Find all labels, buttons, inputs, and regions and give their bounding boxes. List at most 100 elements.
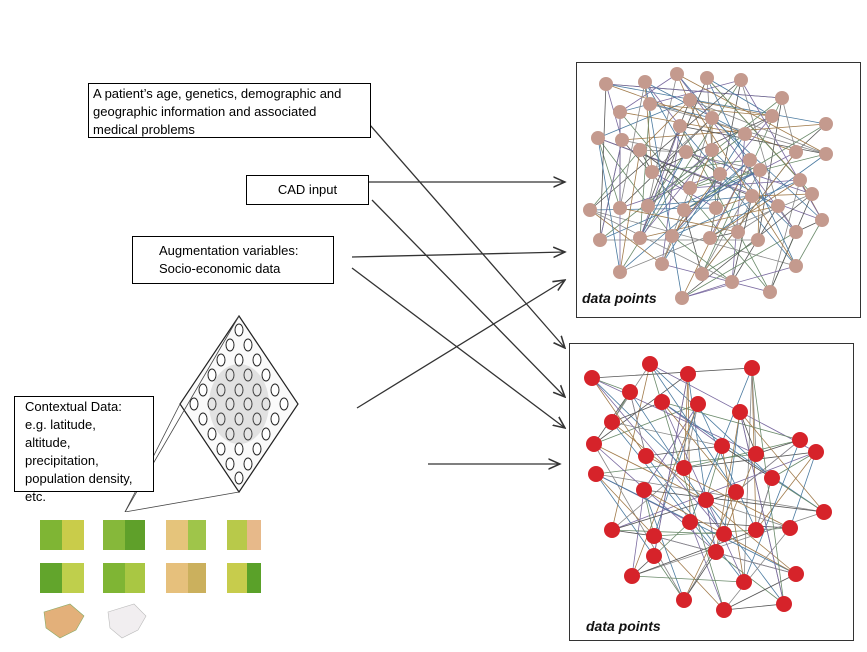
network-edge [644, 81, 687, 153]
network-node [675, 291, 689, 305]
network-edge [755, 451, 817, 531]
network-edge [769, 179, 801, 293]
network-edge [706, 77, 773, 117]
top-network-graph [583, 67, 833, 305]
network-node [815, 213, 829, 227]
network-node [736, 574, 752, 590]
network-edge [723, 573, 797, 611]
network-node [709, 201, 723, 215]
network-edge [639, 125, 681, 239]
network-edge [647, 195, 753, 207]
network-edge [709, 179, 801, 239]
network-node [789, 225, 803, 239]
network-edge [629, 391, 647, 457]
network-edge [751, 367, 785, 605]
network-node [745, 189, 759, 203]
network-edge [739, 411, 825, 513]
network-node [703, 231, 717, 245]
network-edge [599, 139, 623, 241]
network-node [714, 438, 730, 454]
network-edge [589, 79, 742, 211]
network-edge [683, 209, 703, 275]
network-edge [643, 489, 685, 601]
network-edge [621, 123, 827, 141]
network-edge [679, 125, 797, 267]
network-edge [705, 445, 723, 501]
network-edge [653, 373, 689, 557]
network-node [748, 446, 764, 462]
network-edge [709, 153, 827, 239]
neural-network-icon [179, 314, 299, 494]
network-node [732, 404, 748, 420]
network-node [633, 231, 647, 245]
network-edge [639, 99, 691, 151]
network-edge [605, 83, 827, 125]
network-edge [605, 83, 783, 99]
network-edge [661, 401, 737, 493]
network-edge [681, 159, 751, 299]
network-edge [631, 575, 745, 583]
network-node [775, 91, 789, 105]
network-edge [653, 403, 699, 537]
network-node [641, 199, 655, 213]
network-node [673, 119, 687, 133]
network-edge [639, 149, 713, 239]
network-edge [689, 117, 713, 189]
network-node [676, 460, 692, 476]
network-node [713, 167, 727, 181]
network-edge [739, 411, 785, 605]
network-edge [649, 363, 817, 453]
network-edge [597, 137, 621, 273]
network-edge [611, 451, 817, 531]
network-edge [701, 239, 759, 275]
network-edge [591, 367, 753, 379]
network-node [743, 153, 757, 167]
network-node [708, 544, 724, 560]
network-node [583, 203, 597, 217]
network-edge [769, 193, 813, 293]
network-edge [619, 149, 641, 273]
network-edge [661, 187, 691, 265]
network-edge [595, 473, 655, 557]
network-node [698, 492, 714, 508]
network-node [705, 111, 719, 125]
bottom-network-graph [584, 356, 832, 618]
network-edge [676, 73, 827, 155]
network-edge [599, 83, 607, 241]
network-edge [687, 373, 691, 523]
network-edge [639, 205, 779, 239]
network-node [788, 566, 804, 582]
network-edge [781, 97, 797, 153]
network-node [613, 105, 627, 119]
network-node [680, 366, 696, 382]
network-node [588, 466, 604, 482]
network-edge [683, 551, 717, 601]
network-node [776, 596, 792, 612]
arrow-network-to-top [356, 280, 565, 409]
network-node [670, 67, 684, 81]
network-edge [683, 403, 699, 469]
map-thumbnails [36, 512, 261, 640]
network-node [683, 181, 697, 195]
network-node [819, 147, 833, 161]
network-node [763, 285, 777, 299]
network-edge [589, 209, 733, 283]
network-node [615, 133, 629, 147]
contextual-data-box: Contextual Data: e.g. latitude, altitude… [14, 396, 154, 504]
top-panel-label: data points [582, 290, 657, 306]
network-edge [683, 491, 737, 601]
network-node [705, 143, 719, 157]
network-edge [611, 491, 737, 531]
network-edge [589, 209, 797, 267]
network-node [793, 173, 807, 187]
network-edge [701, 169, 761, 275]
network-node [734, 73, 748, 87]
network-node [646, 548, 662, 564]
arrow-cad-to-bottom [371, 199, 565, 397]
network-node [604, 414, 620, 430]
network-edge [597, 137, 621, 209]
network-edge [661, 401, 825, 513]
network-edge [651, 117, 713, 173]
network-node [643, 97, 657, 111]
network-node [728, 484, 744, 500]
